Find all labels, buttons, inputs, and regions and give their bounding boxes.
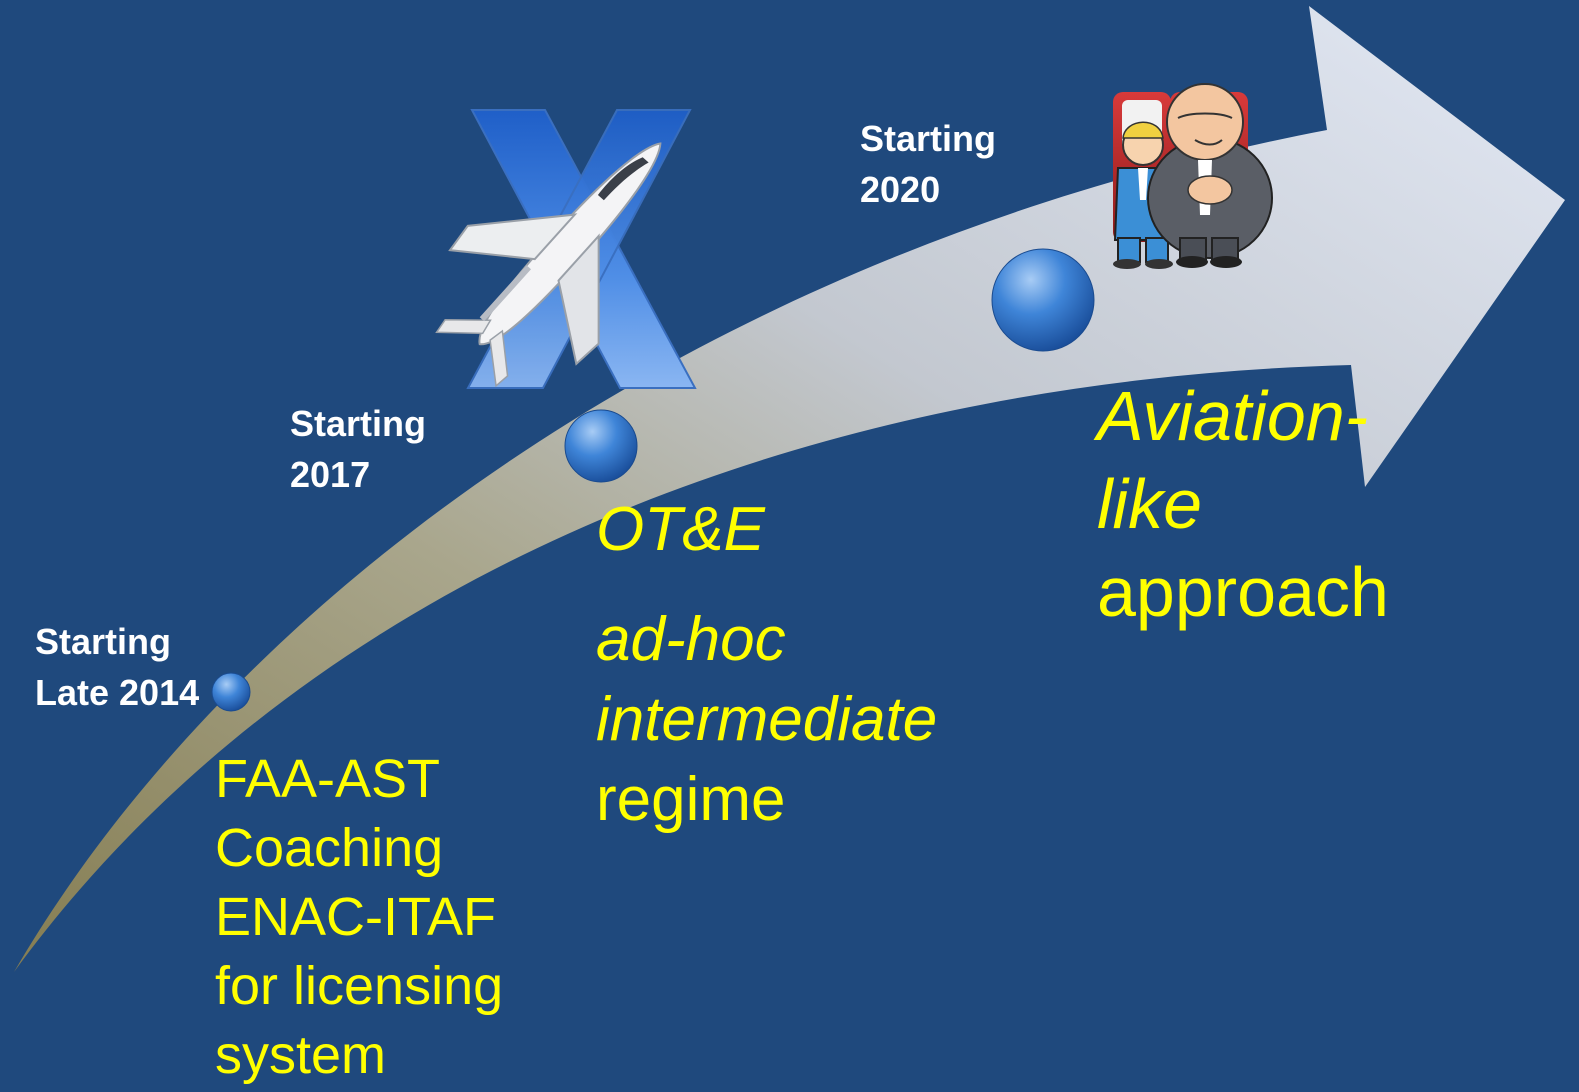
description-line: intermediate: [596, 685, 938, 754]
milestone-description-2020: Aviation- like approach: [1097, 372, 1389, 636]
description-line: FAA-AST: [215, 749, 441, 809]
passengers-cartoon-icon: [1113, 83, 1273, 269]
milestone-label-line1: Starting: [35, 621, 172, 662]
description-line: Aviation-: [1097, 377, 1369, 455]
milestone-description-2014: FAA-AST Coaching ENAC-ITAF for licensing…: [215, 745, 503, 1090]
milestone-label-line1: Starting: [860, 118, 997, 159]
description-line: OT&E: [596, 495, 765, 564]
description-line: regime: [596, 765, 786, 834]
description-line: Coaching: [215, 818, 444, 878]
description-line: system: [215, 1025, 387, 1085]
milestone-dot-2017: [564, 409, 638, 483]
milestone-label-2020: Starting 2020: [860, 113, 996, 215]
milestone-label-line2: Late 2014: [35, 672, 200, 713]
milestone-label-line2: 2020: [860, 169, 941, 210]
description-line: approach: [1097, 553, 1389, 631]
milestone-dot-2014: [211, 672, 251, 712]
milestone-label-2014: Starting Late 2014: [35, 616, 199, 718]
milestone-dot-2020: [991, 248, 1095, 352]
milestone-label-2017: Starting 2017: [290, 398, 426, 500]
milestone-label-line2: 2017: [290, 454, 371, 495]
description-line: ENAC-ITAF: [215, 887, 496, 947]
description-line: like: [1097, 465, 1203, 543]
description-line: ad-hoc: [596, 605, 786, 674]
spaceplane-icon: [435, 142, 662, 388]
description-line: for licensing: [215, 956, 504, 1016]
milestone-description-2017: OT&E ad-hoc intermediate regime: [596, 490, 937, 840]
milestone-label-line1: Starting: [290, 403, 427, 444]
